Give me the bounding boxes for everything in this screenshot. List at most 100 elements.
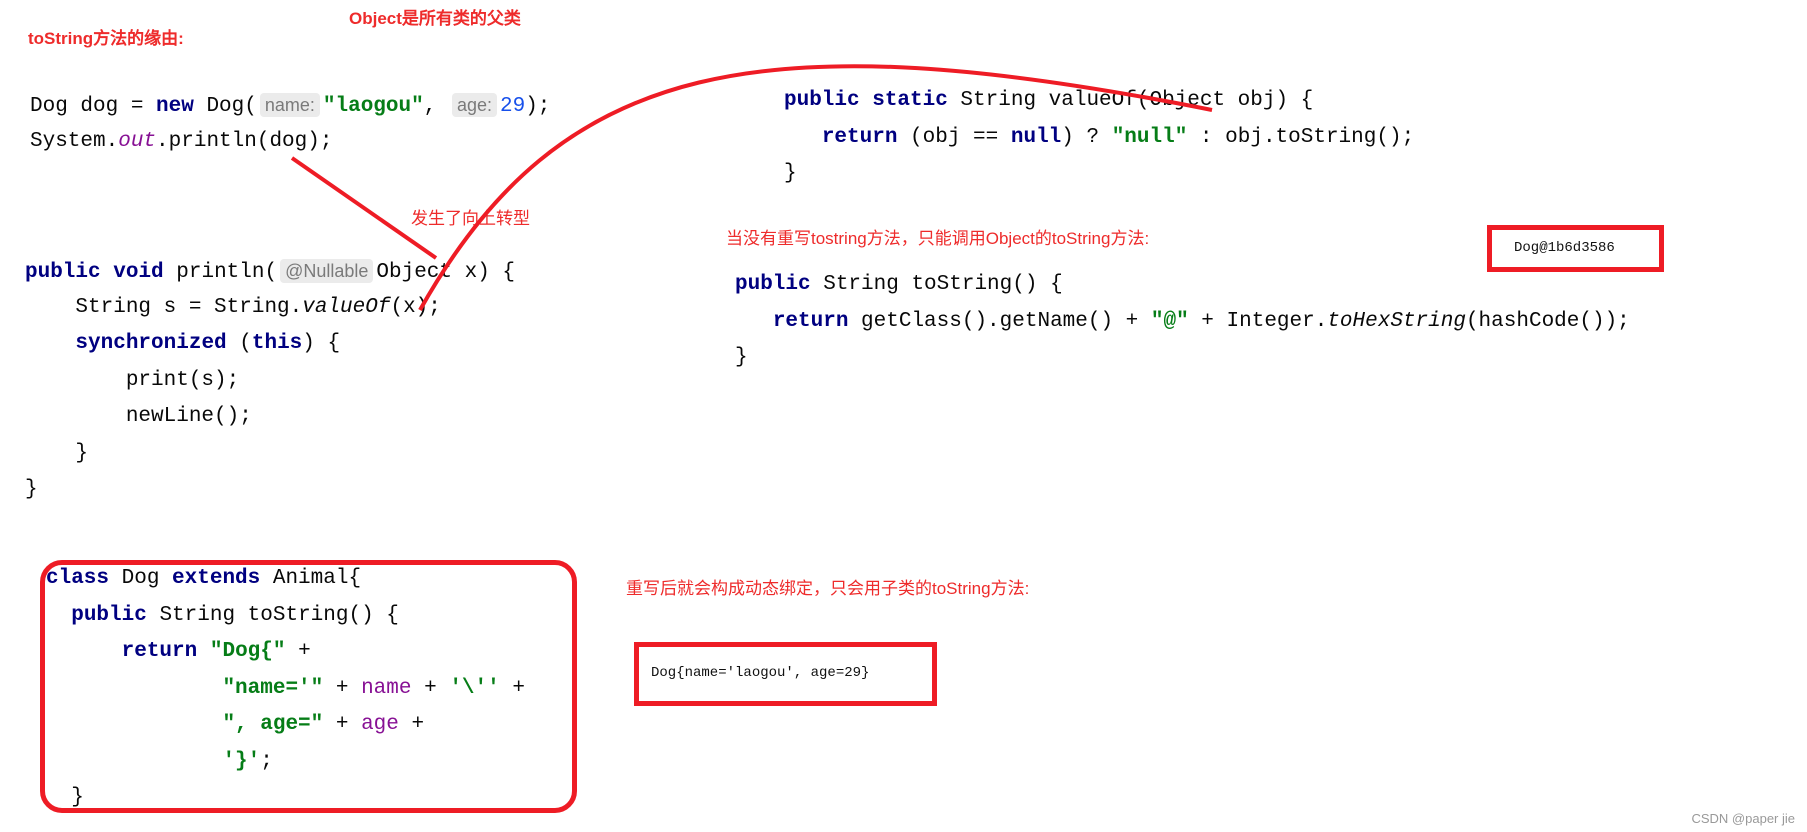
code-token: 29 <box>499 95 526 118</box>
default-output-text: Dog@1b6d3586 <box>1514 240 1615 256</box>
code-token: System. <box>30 129 119 153</box>
code-token: "laogou" <box>322 95 424 118</box>
code-token: .println(dog); <box>156 129 333 153</box>
code-token: (hashCode()); <box>1465 309 1630 333</box>
code-token: return <box>821 125 898 149</box>
code-token: + <box>285 640 311 663</box>
code-token: toHexString <box>1327 309 1466 333</box>
code-token: ( <box>226 332 252 355</box>
code-line: public String toString() { <box>735 267 1630 304</box>
watermark: CSDN @paper jie <box>1691 811 1795 826</box>
code-token: (x); <box>390 295 441 319</box>
parameter-hint: name: <box>259 93 320 117</box>
code-token: String toString() { <box>810 273 1063 296</box>
code-token: } <box>25 478 38 501</box>
code-line: class Dog extends Animal{ <box>46 561 525 598</box>
code-token: "@" <box>1150 309 1189 333</box>
code-token <box>25 332 75 355</box>
code-line: } <box>25 472 515 509</box>
object-tostring-code-block: public String toString() { return getCla… <box>735 267 1630 377</box>
code-token: "Dog{" <box>209 640 286 663</box>
code-token: ) ? <box>1061 125 1112 149</box>
code-line: } <box>46 780 525 817</box>
code-token: newLine(); <box>25 405 252 428</box>
code-line: synchronized (this) { <box>25 326 515 363</box>
code-token: + <box>499 676 525 700</box>
code-token: (obj == <box>897 125 1011 149</box>
dog-class-highlight-box <box>40 560 577 813</box>
overridden-output-text: Dog{name='laogou', age=29} <box>651 665 870 681</box>
code-token: name <box>361 676 412 700</box>
code-line: "name='" + name + '\'' + <box>46 671 525 708</box>
title-note: toString方法的缘由: <box>28 29 184 48</box>
code-token: : obj.toString(); <box>1187 125 1415 149</box>
code-token: , <box>423 95 449 118</box>
parameter-hint: @Nullable <box>280 259 374 283</box>
overridden-output-box: Dog{name='laogou', age=29} <box>634 642 937 706</box>
code-token: String s = String. <box>25 295 303 319</box>
code-token: public static <box>784 89 948 112</box>
code-token: } <box>735 346 748 369</box>
code-token: Dog dog = <box>30 95 157 118</box>
code-token <box>101 261 114 284</box>
code-token: valueOf <box>302 295 391 319</box>
code-token: Object x) { <box>376 261 516 284</box>
main-code-block: Dog dog = new Dog(name:"laogou", age:29)… <box>30 87 550 160</box>
code-line: } <box>25 436 515 473</box>
code-line: public static String valueOf(Object obj)… <box>784 83 1414 120</box>
code-token: println( <box>163 261 278 284</box>
code-token: public <box>25 261 101 284</box>
code-token: String toString() { <box>146 603 399 627</box>
code-token: "name='" <box>222 676 324 700</box>
code-token: '}' <box>222 749 261 773</box>
code-token: } <box>784 162 797 185</box>
code-token: null <box>1010 125 1062 149</box>
code-token: return <box>121 640 198 663</box>
code-line: } <box>735 340 1630 377</box>
code-token: "null" <box>1111 125 1188 149</box>
code-token: this <box>251 332 303 355</box>
code-token: synchronized <box>75 332 227 355</box>
valueof-code-block: public static String valueOf(Object obj)… <box>784 83 1414 193</box>
code-line: ", age=" + age + <box>46 707 525 744</box>
code-token: new <box>156 95 194 118</box>
code-token: Dog <box>109 567 173 590</box>
dog-class-code-block: class Dog extends Animal{ public String … <box>46 561 525 817</box>
code-token: public <box>71 603 147 627</box>
code-token: Animal{ <box>260 567 362 590</box>
code-line: } <box>784 156 1414 193</box>
code-token: + <box>323 713 362 736</box>
code-token: extends <box>172 567 261 590</box>
code-token: '\'' <box>449 676 500 700</box>
code-token <box>735 310 773 333</box>
no-override-note: 当没有重写tostring方法，只能调用Object的toString方法: <box>726 229 1150 248</box>
code-token: ; <box>260 749 273 773</box>
parameter-hint: age: <box>451 93 497 117</box>
code-token: } <box>46 786 84 809</box>
code-token: ); <box>525 95 551 118</box>
object-parent-note: Object是所有类的父类 <box>349 9 521 28</box>
code-line: newLine(); <box>25 399 515 436</box>
code-token: getClass().getName() + <box>848 309 1151 333</box>
code-token: public <box>735 273 811 296</box>
code-token: } <box>25 441 89 465</box>
code-line: '}'; <box>46 744 525 781</box>
code-line: String s = String.valueOf(x); <box>25 290 515 327</box>
code-token: + <box>398 713 425 736</box>
code-token: + <box>323 676 362 700</box>
code-line: public String toString() { <box>46 598 525 635</box>
code-token: out <box>118 129 157 153</box>
code-token: + <box>411 676 450 700</box>
code-token: + Integer. <box>1188 309 1328 333</box>
code-token: ", age=" <box>222 713 324 736</box>
code-line: return "Dog{" + <box>46 634 525 671</box>
upcast-note: 发生了向上转型 <box>411 209 530 228</box>
override-note: 重写后就会构成动态绑定，只会用子类的toString方法: <box>626 579 1030 598</box>
code-token: Dog( <box>193 95 257 118</box>
code-line: print(s); <box>25 363 515 400</box>
code-token <box>784 126 822 149</box>
code-token: return <box>772 309 849 333</box>
code-line: return (obj == null) ? "null" : obj.toSt… <box>784 120 1414 157</box>
